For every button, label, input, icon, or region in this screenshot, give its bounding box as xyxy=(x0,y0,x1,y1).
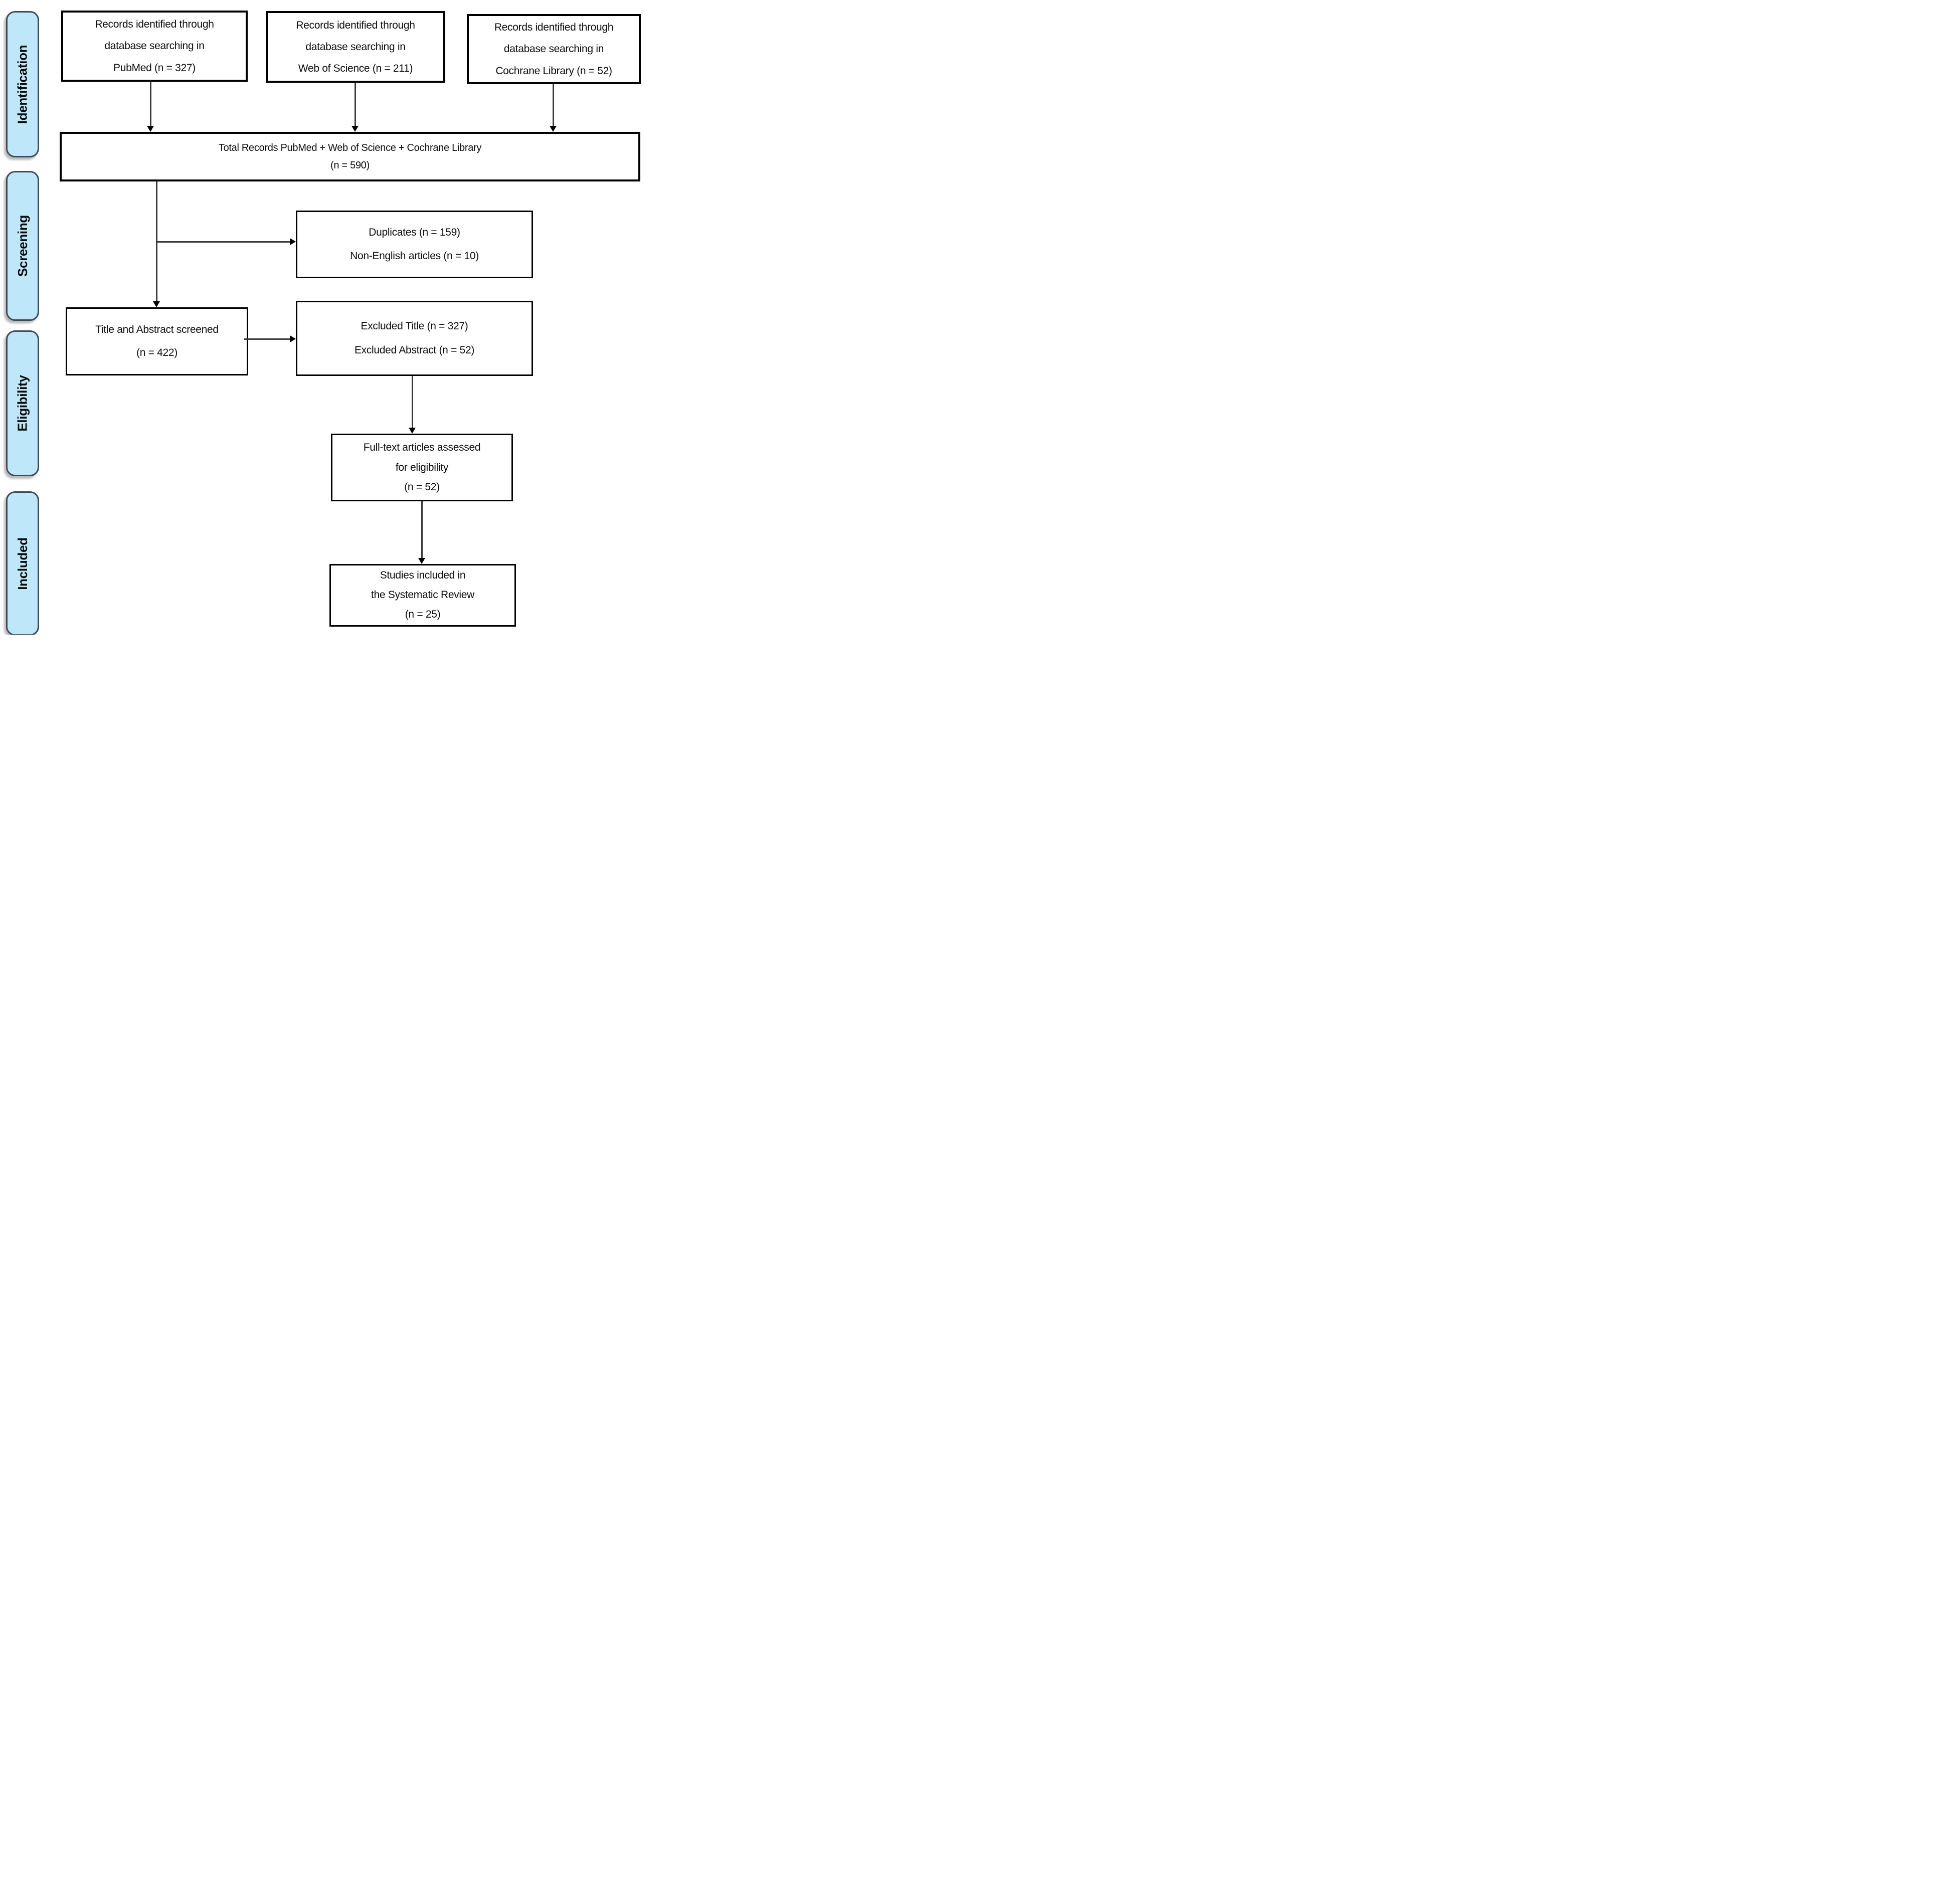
arrow-right-icon xyxy=(290,238,296,245)
node-cochrane-library: Records identified through database sear… xyxy=(467,14,641,84)
node-fulltext-assessed-line: (n = 52) xyxy=(404,481,440,493)
stage-eligibility-label: Eligibility xyxy=(15,375,30,432)
node-cochrane-library-line: Cochrane Library (n = 52) xyxy=(495,65,612,77)
arrow-line xyxy=(157,241,290,243)
node-fulltext-assessed: Full-text articles assessed for eligibil… xyxy=(331,434,513,501)
node-studies-included-line: Studies included in xyxy=(380,569,466,582)
node-excluded-records-line: Excluded Abstract (n = 52) xyxy=(354,344,475,356)
arrow-line xyxy=(421,501,423,558)
arrow-down-icon xyxy=(153,301,160,307)
arrow-line xyxy=(553,84,554,126)
node-studies-included: Studies included in the Systematic Revie… xyxy=(329,564,516,627)
stage-included: Included xyxy=(6,491,39,635)
prisma-flow-diagram: Identification Screening Eligibility Inc… xyxy=(0,0,646,635)
node-duplicates-removed-line: Duplicates (n = 159) xyxy=(369,227,460,239)
node-cochrane-library-line: Records identified through xyxy=(494,22,614,34)
node-title-abstract-screened-line: (n = 422) xyxy=(136,347,178,358)
arrow-down-icon xyxy=(409,428,416,434)
node-title-abstract-screened: Title and Abstract screened (n = 422) xyxy=(66,307,248,375)
node-total-records-line: (n = 590) xyxy=(330,159,370,171)
node-title-abstract-screened-line: Title and Abstract screened xyxy=(95,323,219,335)
arrow-line xyxy=(355,83,356,126)
node-pubmed-line: PubMed (n = 327) xyxy=(113,62,196,74)
node-fulltext-assessed-line: Full-text articles assessed xyxy=(363,441,481,453)
arrow-down-icon xyxy=(418,558,425,564)
arrow-down-icon xyxy=(351,126,359,132)
arrow-right-icon xyxy=(290,335,296,342)
arrow-down-icon xyxy=(550,126,557,132)
arrow-line xyxy=(156,181,157,302)
node-cochrane-library-line: database searching in xyxy=(503,43,604,55)
node-studies-included-line: (n = 25) xyxy=(405,608,441,620)
node-pubmed-line: Records identified through xyxy=(95,19,214,31)
stage-identification: Identification xyxy=(6,11,39,157)
node-total-records-line: Total Records PubMed + Web of Science + … xyxy=(218,142,482,153)
stage-identification-label: Identification xyxy=(15,45,30,124)
node-total-records: Total Records PubMed + Web of Science + … xyxy=(60,132,640,181)
node-excluded-records: Excluded Title (n = 327) Excluded Abstra… xyxy=(296,301,533,376)
node-studies-included-line: the Systematic Review xyxy=(371,589,475,601)
stage-included-label: Included xyxy=(15,537,30,590)
stage-eligibility: Eligibility xyxy=(6,330,39,476)
node-pubmed: Records identified through database sear… xyxy=(61,11,248,82)
node-excluded-records-line: Excluded Title (n = 327) xyxy=(361,320,468,332)
arrow-line xyxy=(244,338,290,340)
node-fulltext-assessed-line: for eligibility xyxy=(395,461,449,473)
arrow-line xyxy=(412,376,413,428)
node-web-of-science-line: database searching in xyxy=(305,41,406,53)
node-web-of-science-line: Web of Science (n = 211) xyxy=(298,63,413,75)
node-duplicates-removed-line: Non-English articles (n = 10) xyxy=(350,250,479,262)
node-pubmed-line: database searching in xyxy=(104,40,205,52)
node-web-of-science: Records identified through database sear… xyxy=(266,11,445,83)
arrow-line xyxy=(150,82,151,126)
node-duplicates-removed: Duplicates (n = 159) Non-English article… xyxy=(296,211,533,278)
arrow-down-icon xyxy=(147,126,154,132)
stage-screening-label: Screening xyxy=(15,215,30,277)
stage-screening: Screening xyxy=(6,171,39,321)
node-web-of-science-line: Records identified through xyxy=(296,19,415,31)
